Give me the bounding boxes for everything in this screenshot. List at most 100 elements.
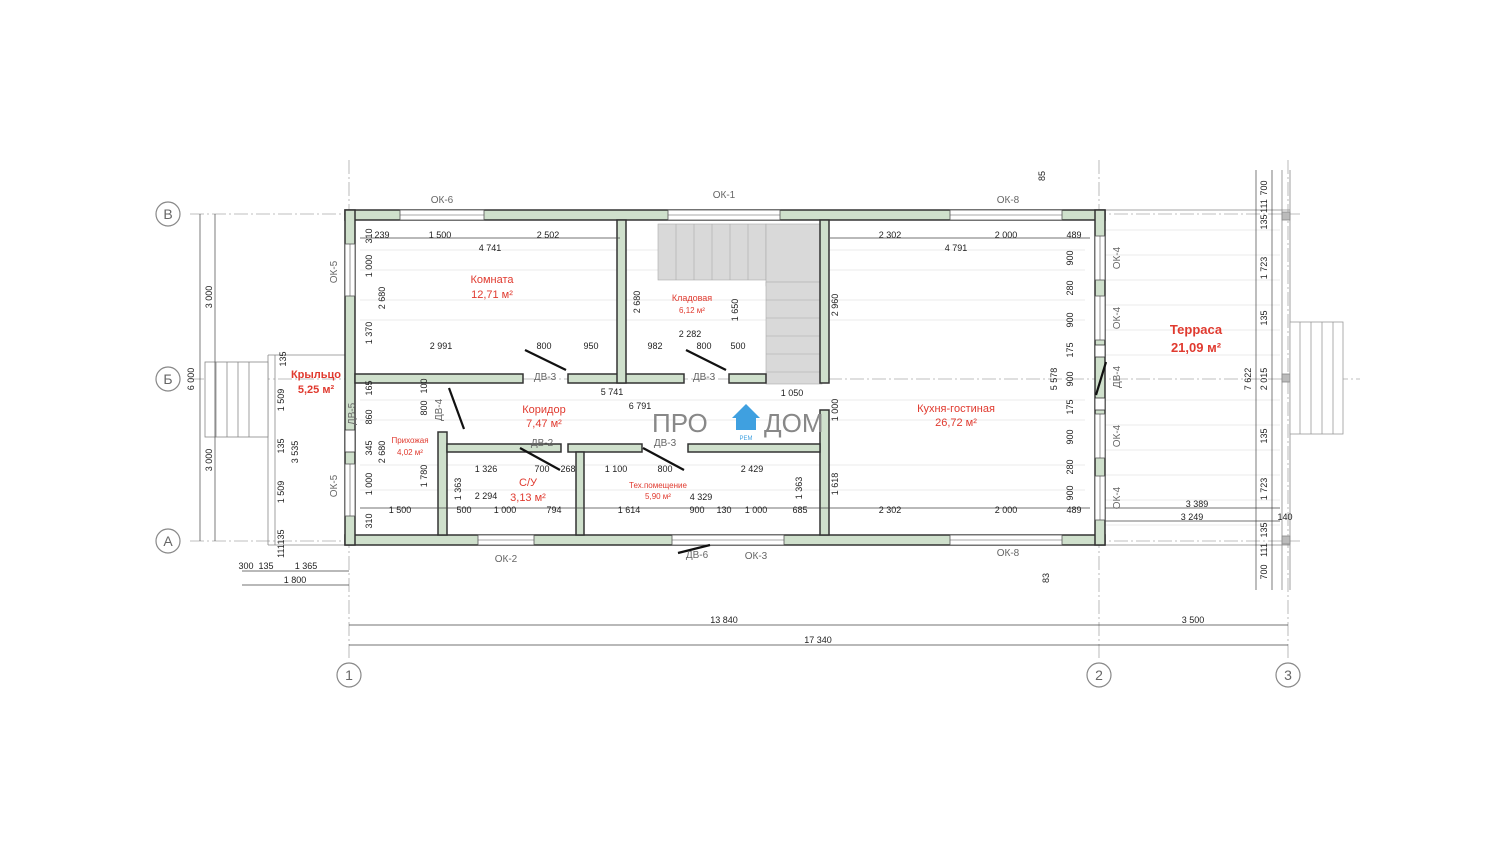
axis-label-2: 2 — [1095, 667, 1103, 683]
dimension-label-total-17340: 17 340 — [804, 635, 832, 645]
dimension-label-left-3000-bot: 3 000 — [204, 449, 214, 472]
label-dv3-b: ДВ-3 — [693, 372, 716, 383]
label-dv2: ДВ-2 — [531, 438, 554, 449]
axis-label-b: Б — [163, 371, 172, 387]
dimension-label-porch-1365: 1 365 — [295, 561, 318, 571]
dimension-label-s-800: 800 — [696, 341, 711, 351]
dimension-label-rw-900-4: 900 — [1065, 429, 1075, 444]
dimension-label-tr-1723-bot: 1 723 — [1259, 478, 1269, 501]
dimension-label-p-1509-bot: 1 509 — [276, 481, 286, 504]
staircase — [657, 223, 823, 385]
dimension-label-k-1050: 1 050 — [781, 388, 804, 398]
label-ok2: ОК-2 — [495, 554, 518, 565]
dimension-texts: 85 83 13 840 17 340 3 500 1 800 300 135 … — [186, 171, 1293, 645]
dimension-label-t-130: 130 — [716, 505, 731, 515]
dimension-label-t-900: 900 — [689, 505, 704, 515]
dimension-label-k-489-bot: 489 — [1066, 505, 1081, 515]
dimension-label-c-165: 165 — [364, 380, 374, 395]
dimension-label-left-6000: 6 000 — [186, 368, 196, 391]
room-name-wc: С/У — [519, 477, 538, 489]
axis-label-v: В — [163, 206, 172, 222]
logo-subtitle: РЕМ — [739, 436, 752, 442]
room-name-tech: Тех.помещение — [629, 481, 687, 490]
dimension-label-k-2000-top: 2 000 — [995, 230, 1018, 240]
dimension-label-w-794: 794 — [546, 505, 561, 515]
dimension-label-h-1500: 1 500 — [389, 505, 412, 515]
label-ok1: ОК-1 — [713, 190, 736, 201]
dimension-label-r-2991: 2 991 — [430, 341, 453, 351]
dimension-label-r-2680-top: 2 680 — [377, 287, 387, 310]
dimension-label-s-2282: 2 282 — [679, 329, 702, 339]
dimension-lines — [199, 170, 1288, 646]
dimension-label-t-1000: 1 000 — [745, 505, 768, 515]
label-dv6: ДВ-6 — [686, 550, 709, 561]
dimension-label-p-135-mid: 135 — [276, 438, 286, 453]
room-area-corridor: 7,47 м² — [526, 418, 562, 430]
dimension-label-tr-135-a: 135 — [1259, 310, 1269, 325]
room-name-porch: Крыльцо — [291, 369, 341, 381]
label-ok8-bot: ОК-8 — [997, 548, 1020, 559]
dimension-label-r-310-top: 310 — [364, 228, 374, 243]
label-dv5: ДВ-5 — [347, 402, 358, 425]
dimension-label-w-500: 500 — [456, 505, 471, 515]
dimension-label-p-135-bot: 135 — [276, 529, 286, 544]
dimension-label-r-1500-top: 1 500 — [429, 230, 452, 240]
label-ok5-bot: ОК-5 — [329, 474, 340, 497]
dimension-label-tr-135-b: 135 — [1259, 428, 1269, 443]
dimension-label-porch-1800: 1 800 — [284, 575, 307, 585]
opening-labels: ОК-6 ОК-1 ОК-8 ОК-5 ОК-5 ОК-2 ОК-3 ОК-8 … — [329, 190, 1123, 565]
dimension-label-porch-300: 300 — [238, 561, 253, 571]
dimension-label-k-2302-bot: 2 302 — [879, 505, 902, 515]
dimension-label-r-2502: 2 502 — [537, 230, 560, 240]
dimension-label-left-3000-top: 3 000 — [204, 286, 214, 309]
dimension-label-w-1363: 1 363 — [453, 478, 463, 501]
dimension-label-t-1614: 1 614 — [618, 505, 641, 515]
label-ok8-top: ОК-8 — [997, 195, 1020, 206]
dimension-label-t-800: 800 — [657, 464, 672, 474]
label-dv4-left: ДВ-4 — [434, 398, 445, 421]
dimension-label-rw-175-2: 175 — [1065, 399, 1075, 414]
label-ok5-top: ОК-5 — [329, 260, 340, 283]
logo: ПРО ДОМ РЕМ — [652, 404, 824, 442]
dimension-label-k-2960: 2 960 — [830, 294, 840, 317]
dimension-label-k-1000: 1 000 — [830, 399, 840, 422]
dimension-label-k-5578: 5 578 — [1049, 368, 1059, 391]
room-name-kitchen: Кухня-гостиная — [917, 403, 995, 415]
dimension-label-p-1509-top: 1 509 — [276, 389, 286, 412]
dimension-label-s-982: 982 — [647, 341, 662, 351]
porch-outline — [204, 354, 345, 546]
dimension-label-rw-280-2: 280 — [1065, 459, 1075, 474]
dimension-label-tr-3389: 3 389 — [1186, 499, 1209, 509]
floor-hatching — [360, 229, 1280, 526]
dimension-label-t-2429: 2 429 — [741, 464, 764, 474]
dimension-label-w-1000: 1 000 — [494, 505, 517, 515]
dimension-label-c-5741: 5 741 — [601, 387, 624, 397]
dimension-label-total-13840: 13 840 — [710, 615, 738, 625]
dimension-label-t85: 85 — [1037, 171, 1047, 181]
dimension-label-h-1780: 1 780 — [419, 465, 429, 488]
room-labels: Комната 12,71 м² Кладовая 6,12 м² Кухня-… — [291, 274, 1223, 504]
dimension-label-k-2000-bot: 2 000 — [995, 505, 1018, 515]
axis-label-1: 1 — [345, 667, 353, 683]
dimension-label-s-2680: 2 680 — [632, 291, 642, 314]
dimension-label-t-1363: 1 363 — [794, 477, 804, 500]
logo-text-left: ПРО — [652, 408, 708, 438]
room-name-hall: Прихожая — [391, 436, 428, 445]
house-icon — [732, 404, 760, 430]
dimension-label-rw-280-1: 280 — [1065, 280, 1075, 295]
room-name-komnata: Комната — [470, 274, 514, 286]
dimension-label-rw-900-5: 900 — [1065, 485, 1075, 500]
axis-markers: В Б А 1 2 3 — [155, 201, 1301, 688]
dimension-label-t-4329: 4 329 — [690, 492, 713, 502]
dimension-label-c-800: 800 — [419, 400, 429, 415]
window-glass-lines — [349, 214, 1101, 541]
dimension-label-t-1618: 1 618 — [830, 473, 840, 496]
logo-text-right: ДОМ — [764, 408, 824, 438]
dimension-label-h-345: 345 — [364, 440, 374, 455]
dimension-label-p-135-top: 135 — [278, 351, 288, 366]
dimension-label-k-489-top: 489 — [1066, 230, 1081, 240]
dimension-label-h-310: 310 — [364, 513, 374, 528]
dimension-label-tr-135-bot: 135 — [1259, 522, 1269, 537]
dimension-label-tr-111-bot: 111 — [1259, 543, 1269, 557]
